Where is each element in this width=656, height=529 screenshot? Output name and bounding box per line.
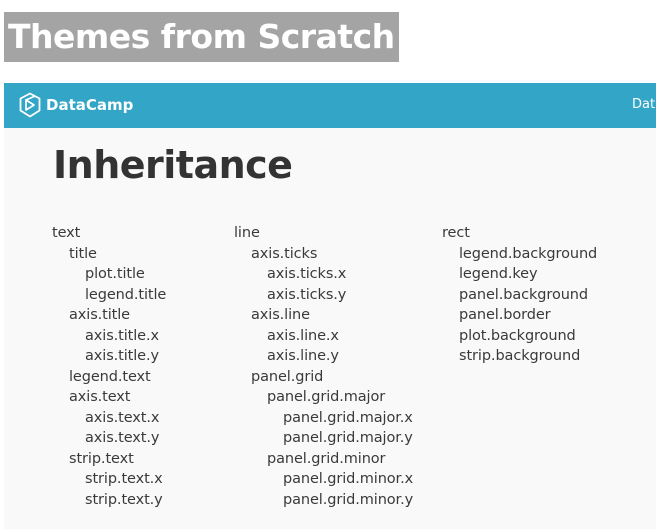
tree-item: title [69,245,97,262]
tree-item: panel.border [459,307,551,323]
tree-item: line [234,225,260,241]
datacamp-logo-icon [19,92,41,118]
tree-item: axis.ticks.y [267,286,347,303]
tree-item: plot.title [85,266,145,282]
tree-item: panel.grid.minor [267,450,386,467]
tree-item: axis.line.x [267,327,339,344]
slide-heading: Inheritance [53,143,293,187]
tree-item: strip.background [459,348,581,364]
tree-item: axis.title [69,307,131,323]
slide-header-bar: DataCamp Dat [4,83,656,128]
tree-item: panel.grid.minor.y [283,491,414,508]
element-tree-line: line axis.ticks axis.ticks.x axis.ticks.y ax… [234,223,413,510]
slide: DataCamp Dat Inheritance text title plot.t… [4,83,656,529]
tree-item: legend.background [459,245,598,262]
tree-item: legend.key [459,266,538,282]
header-right-text: Dat [632,97,656,112]
tree-item: axis.ticks.x [267,266,347,282]
tree-item: strip.text.x [85,471,163,487]
tree-item: axis.title.y [85,348,159,364]
tree-item: rect [442,225,470,241]
datacamp-logo: DataCamp [19,92,133,118]
tree-item: panel.grid.major [267,389,386,405]
tree-item: strip.text [69,450,134,467]
tree-item: panel.grid.minor.x [283,471,414,487]
tree-item: strip.text.y [85,491,163,508]
tree-item: panel.grid.major.x [283,409,413,426]
tree-item: axis.text [69,389,131,405]
tree-item: axis.line [251,307,310,323]
tree-item: axis.ticks [251,245,318,262]
tree-item: axis.line.y [267,348,339,364]
tree-item: axis.title.x [85,327,159,344]
tree-item: axis.text.y [85,430,160,446]
tree-item: panel.background [459,286,588,303]
tree-item: text [52,225,81,241]
brand-name: DataCamp [46,96,134,114]
video-title-banner: Themes from Scratch [4,12,399,62]
tree-item: panel.grid.major.y [283,430,413,446]
tree-item: plot.background [459,327,576,344]
tree-item: axis.text.x [85,409,160,426]
tree-item: legend.text [69,368,151,385]
tree-item: legend.title [85,286,167,303]
element-tree-rect: rect legend.background legend.key panel.bac… [442,223,597,367]
tree-item: panel.grid [251,368,324,385]
element-tree-text: text title plot.title legend.title axis.titl… [52,223,166,510]
